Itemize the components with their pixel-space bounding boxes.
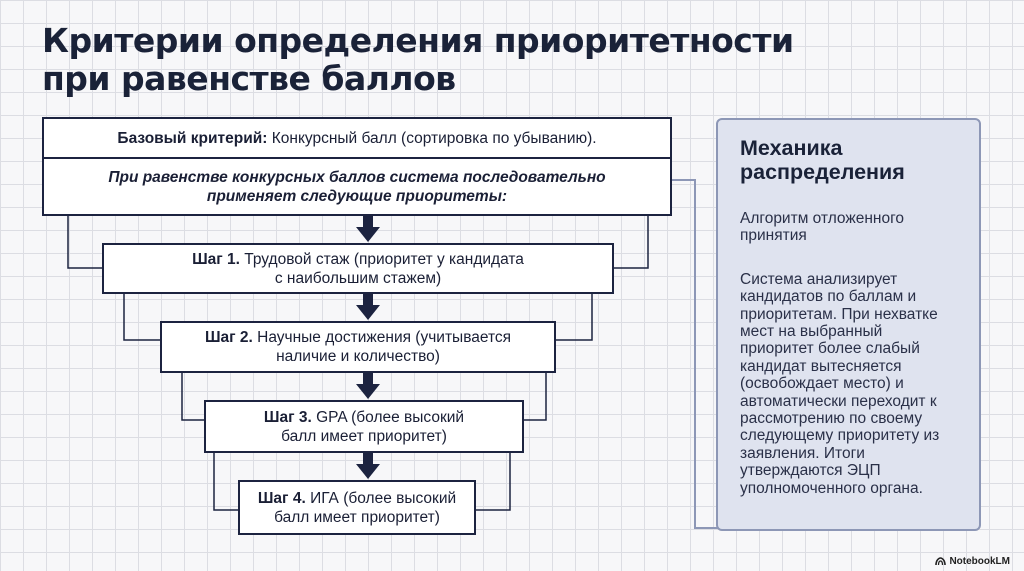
connector-line xyxy=(614,216,649,269)
title-line-1: Критерии определения приоритетности xyxy=(42,21,794,60)
notebooklm-logo-icon xyxy=(935,557,947,566)
title-line-2: при равенстве баллов xyxy=(42,59,456,98)
base-criterion-label: Базовый критерий: xyxy=(117,129,268,147)
connector-line xyxy=(181,372,204,421)
down-arrow-icon xyxy=(356,216,380,242)
step-text: Трудовой стаж (приоритет у кандидата xyxy=(244,250,524,268)
page-title: Критерии определения приоритетности при … xyxy=(42,22,862,98)
step-2-box: Шаг 2. Научные достижения (учитывается н… xyxy=(160,321,556,373)
down-arrow-icon xyxy=(356,453,380,479)
step-label: Шаг 2. xyxy=(204,329,253,346)
panel-title-line-2: распределения xyxy=(740,160,905,184)
connector-line xyxy=(476,452,511,511)
tie-rule-line-2: применяет следующие приоритеты: xyxy=(206,187,508,205)
step-text: Научные достижения (учитывается xyxy=(257,329,512,346)
tie-rule-text: При равенстве конкурсных баллов система … xyxy=(108,168,605,206)
step-text: балл имеет приоритет) xyxy=(274,508,440,526)
panel-title: Механика распределения xyxy=(740,136,959,184)
connector-line xyxy=(123,293,160,341)
connector-line xyxy=(67,216,102,269)
step-text: GPA (более высокий xyxy=(316,408,465,426)
base-criterion-box: Базовый критерий: Конкурсный балл (сорти… xyxy=(42,117,672,159)
step-text: наличие и количество) xyxy=(276,348,440,365)
step-text: ИГА (более высокий xyxy=(310,489,457,507)
connector-line xyxy=(556,293,593,341)
brand-mark: NotebookLM xyxy=(935,556,1010,567)
step-text: балл имеет приоритет) xyxy=(281,427,447,445)
step-label: Шаг 4. xyxy=(257,489,306,507)
connector-line xyxy=(213,452,238,511)
panel-subtitle: Алгоритм отложенного принятия xyxy=(740,210,905,245)
step-text: с наибольшим стажем) xyxy=(274,269,442,287)
panel-link-line xyxy=(670,179,718,529)
down-arrow-icon xyxy=(356,294,380,320)
down-arrow-icon xyxy=(356,373,380,399)
step-3-box: Шаг 3. GPA (более высокий балл имеет при… xyxy=(204,400,524,453)
brand-text: NotebookLM xyxy=(949,556,1010,567)
step-1-box: Шаг 1. Трудовой стаж (приоритет у кандид… xyxy=(102,243,614,294)
tie-rule-line-1: При равенстве конкурсных баллов система … xyxy=(108,168,606,186)
step-label: Шаг 3. xyxy=(263,408,312,426)
tie-rule-box: При равенстве конкурсных баллов система … xyxy=(42,157,672,216)
base-criterion-text: Конкурсный балл (сортировка по убыванию)… xyxy=(271,129,597,147)
step-4-box: Шаг 4. ИГА (более высокий балл имеет при… xyxy=(238,480,476,535)
mechanics-panel: Механика распределения Алгоритм отложенн… xyxy=(716,118,981,531)
connector-line xyxy=(524,372,547,421)
panel-title-line-1: Механика xyxy=(740,136,843,160)
step-label: Шаг 1. xyxy=(192,250,240,268)
panel-description: Система анализирует кандидатов по баллам… xyxy=(740,270,940,497)
